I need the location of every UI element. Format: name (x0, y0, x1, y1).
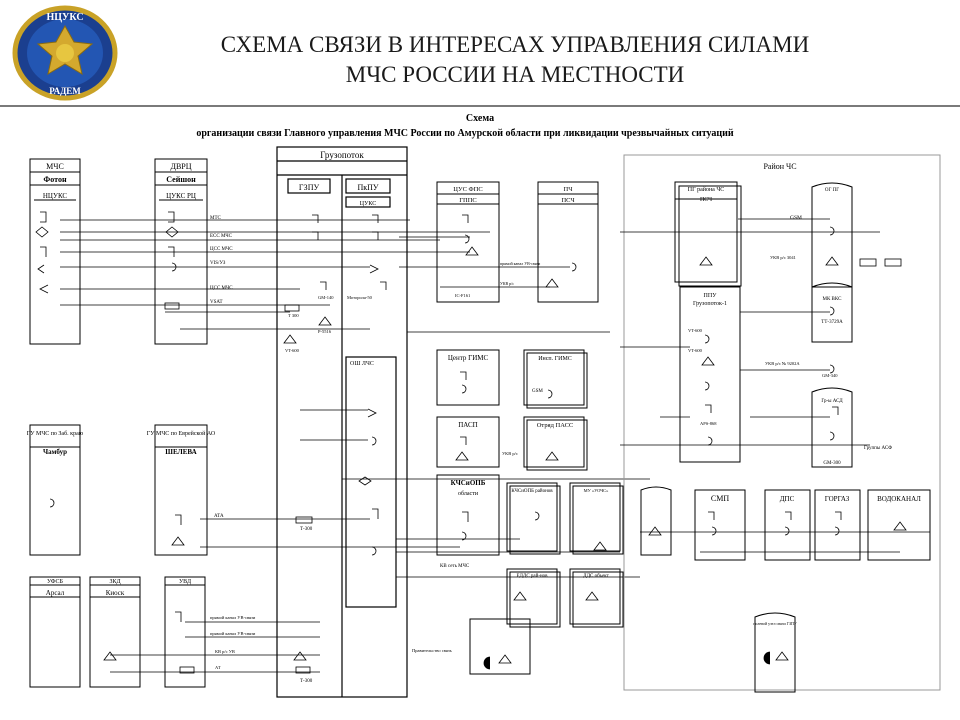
t300-mid-label: Т-300 (300, 527, 313, 532)
line-vsat: VSAT (210, 300, 223, 305)
cuks-rc-label: ЦУКС РЦ (166, 192, 196, 200)
pg-rayona-label: ПГ района ЧС (688, 186, 724, 193)
psch-label: ПСЧ (561, 197, 575, 204)
gruzopotok1-label: Грузопоток-1 (693, 301, 727, 307)
mu-ochs-label: МУ «УОЧС» (584, 488, 609, 493)
mchs-box (29, 158, 81, 345)
diagram-subtitle: организации связи Главного управления МЧ… (196, 128, 734, 139)
kv-set-label: КВ сеть МЧС (440, 564, 470, 569)
center-gims-label: Центр ГИМС (448, 354, 489, 362)
logo-text-bottom: РАДЕМ (49, 86, 81, 96)
gorgaz-label: ГОРГАЗ (825, 495, 850, 503)
communication-diagram: Схема организации связи Главного управле… (27, 113, 941, 698)
og-pg-label: ОГ ПГ (825, 188, 839, 193)
t300-center: Т 300 (288, 313, 299, 318)
pass-ukv-label: УКВ р/с (502, 451, 518, 456)
gu-zab-label: ГУ МЧС по Заб. краю (27, 430, 84, 437)
psch-right-label: ПСЧ (700, 197, 712, 203)
ukv2-label: УКВ р/с № 9202А (765, 361, 800, 366)
foton-label: Фотон (43, 175, 67, 184)
gruzopotok-label: Грузопоток (320, 150, 364, 160)
diagram-title: Схема (466, 113, 494, 124)
vt-label: VT-600 (285, 348, 300, 353)
cuks-label: ЦУКС (360, 201, 376, 207)
tt-label: ТТ-3729А (821, 320, 843, 325)
gr-asd-label: Гр-ы АСД (821, 399, 843, 404)
ppu-right-label: ППУ (704, 293, 718, 299)
ufsb-label: УФСБ (47, 579, 64, 585)
uvd-line2: прямой канал УВ-связи (210, 631, 256, 636)
gm340-label: GM-340 (822, 373, 838, 378)
slide-title: СХЕМА СВЯЗИ В ИНТЕРЕСАХ УПРАВЛЕНИЯ СИЛАМ… (140, 30, 890, 90)
dvrc-box (154, 158, 208, 345)
chamur-label: Чамбур (43, 448, 67, 456)
mk-vks-label: МК ВКС (823, 297, 843, 302)
gm-label: GM-140 (318, 295, 334, 300)
insp-gims-label: Инсп. ГИМС (538, 356, 572, 362)
slide-header: НЦУКС РАДЕМ СХЕМА СВЯЗИ В ИНТЕРЕСАХ УПРА… (0, 0, 960, 107)
kchs-rayonov-label: КЧСиОПБ районов (511, 489, 553, 494)
gzpu-label: ГЗПУ (299, 183, 320, 192)
line-css: ЦСС МЧС (210, 247, 233, 252)
mchs-label: МЧС (46, 162, 64, 171)
pravitel-label: Правительство связь (412, 648, 452, 653)
line-mts: МТС (210, 216, 222, 221)
polevoi-label: полевой узел связи ГЗПУ (753, 621, 797, 626)
gruppa-asf-label: Группы АСФ (864, 446, 892, 451)
uvd-label: УВД (179, 579, 191, 585)
edds-label: ЕДДС рай-нов (516, 574, 548, 579)
gm300-label: GM-300 (823, 461, 841, 466)
title-line-2: МЧС РОССИИ НА МЕСТНОСТИ (345, 62, 685, 87)
uvb-label: УКВ р/с (500, 281, 514, 286)
aps-label: АРS-868 (700, 421, 717, 426)
dvrc-label: ДВРЦ (170, 162, 191, 171)
kiosk-label: Киоск (106, 589, 125, 597)
oblasti-label: области (458, 490, 479, 497)
rayon-chs-label: Район ЧС (763, 162, 796, 171)
line-vis: VIS/УЗ (210, 261, 226, 266)
gsm-right-label: GSM (790, 215, 802, 221)
ppu-label: ПкПУ (357, 183, 378, 192)
gpps-label: ГППС (459, 197, 476, 204)
line-ess: ЕСС МЧС (210, 234, 233, 239)
arsal-label: Арсал (46, 589, 65, 597)
header-divider (0, 105, 960, 107)
vodokanal-label: ВОДОКАНАЛ (877, 495, 921, 503)
kanal-label: прямой канал УВ-связи (500, 261, 541, 266)
kchs-obl-label: КЧСиОПБ (451, 479, 486, 487)
uvd-line4: АТ (215, 665, 221, 670)
p-label: Р-5516 (318, 329, 332, 334)
pass-label: ПАСП (458, 421, 478, 429)
gu-eao-label: ГУ МЧС по Еврейской АО (147, 430, 216, 437)
pch-label: ПЧ (564, 186, 574, 193)
vt2-label: VT-600 (688, 348, 703, 353)
seyshn-label: Сейшон (166, 175, 196, 184)
icf-label: IC-F161 (455, 293, 470, 298)
smp-label: СМП (711, 494, 729, 503)
ukv-set-label: УКВ р/с 3041 (770, 255, 796, 260)
t300-bottom-label: Т-300 (300, 679, 313, 684)
uvd-line1: прямой канал УВ-связи (210, 615, 256, 620)
gims-gsm-label: GSM (532, 389, 543, 394)
motorola-label: Моторола-50 (347, 295, 373, 300)
emblem-logo: НЦУКС РАДЕМ (12, 5, 118, 101)
cus-fps-label: ЦУС ФПС (453, 186, 482, 193)
vt1-label: VT-600 (688, 328, 703, 333)
uvd-line3: КВ р/с УВ (215, 649, 235, 654)
dds-label: ДДС объект (583, 574, 609, 579)
yulnova-label: ШЕЛЕВА (165, 448, 196, 456)
ata-label: АТА (214, 514, 224, 519)
zkd-label: ЗКД (109, 579, 120, 585)
ncuks-label: НЦУКС (43, 192, 68, 200)
line-css2: ЦСС МЧС (210, 286, 233, 291)
logo-text-top: НЦУКС (46, 12, 83, 23)
otryad-pass-label: Отряд ПАСС (537, 422, 574, 429)
title-line-1: СХЕМА СВЯЗИ В ИНТЕРЕСАХ УПРАВЛЕНИЯ СИЛАМ… (220, 32, 810, 57)
dps-label: ДПС (780, 495, 795, 503)
osh-lchs-label: ОШ ЛЧС (350, 361, 374, 367)
